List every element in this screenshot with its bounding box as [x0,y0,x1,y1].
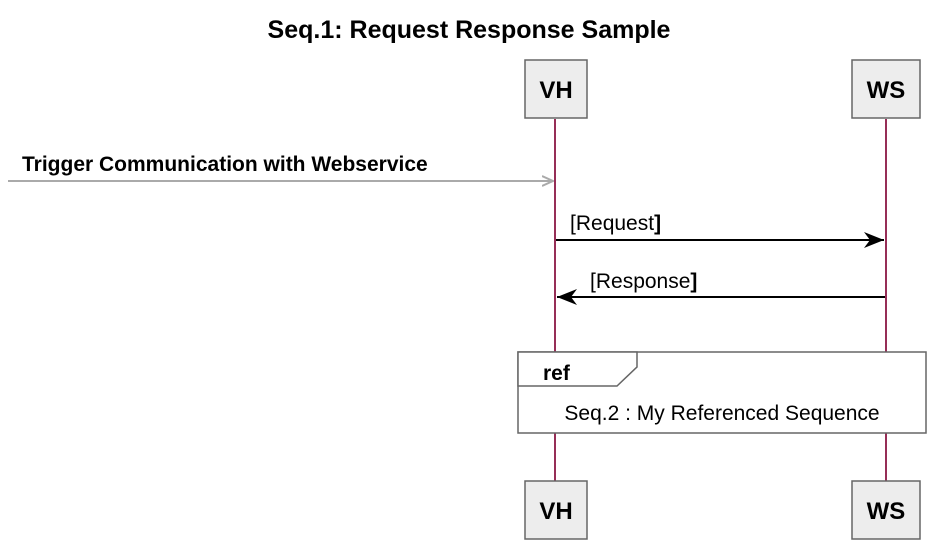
participant-box [851,59,921,119]
response-text: Response [596,270,691,293]
participant-label: VH [539,498,572,525]
request-text: Request [576,212,654,235]
participant-box [524,59,588,119]
diagram-title: Seq.1: Request Response Sample [268,16,671,44]
request-label: [Request] [570,212,661,235]
response-label: [Response] [590,270,697,293]
response-open-bracket: [ [590,270,596,293]
ref-tag-box [517,351,638,387]
participant-box [524,480,588,540]
request-open-bracket: [ [570,212,576,235]
participant-label: WS [867,498,906,525]
request-close-bracket: ] [654,212,661,235]
incoming-message[interactable]: Trigger Communication with Webservice [8,153,553,181]
response-close-bracket: ] [690,270,697,293]
message-response[interactable]: [Response] [557,270,885,305]
message-request[interactable]: [Request] [556,212,884,248]
participant-vh-top[interactable]: VH [524,59,588,119]
ref-body-label: Seq.2 : My Referenced Sequence [564,402,879,425]
participant-ws-bottom[interactable]: WS [851,480,921,540]
ref-tag-label: ref [543,362,571,385]
participant-label: WS [867,77,906,104]
participant-ws-top[interactable]: WS [851,59,921,119]
participant-box [851,480,921,540]
participant-label: VH [539,77,572,104]
participant-vh-bottom[interactable]: VH [524,480,588,540]
incoming-message-label: Trigger Communication with Webservice [22,153,428,176]
ref-frame[interactable]: ref Seq.2 : My Referenced Sequence [517,351,927,434]
